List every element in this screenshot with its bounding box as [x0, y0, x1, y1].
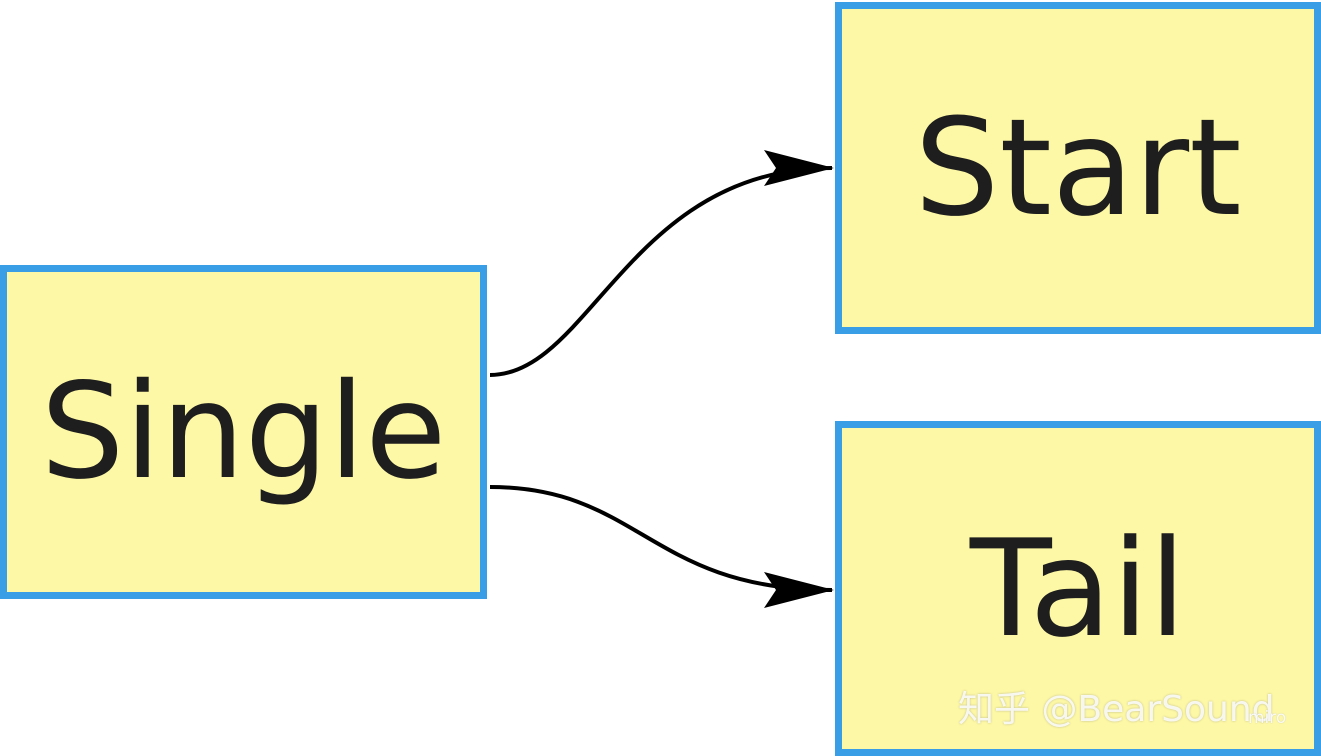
node-start-label: Start	[914, 90, 1242, 246]
watermark: 知乎 @BearSound	[958, 689, 1275, 730]
node-start[interactable]: Start	[835, 2, 1321, 334]
node-single[interactable]: Single	[0, 265, 487, 599]
node-tail[interactable]: Tail	[835, 421, 1321, 756]
edge-single-to-tail[interactable]	[489, 485, 834, 608]
node-tail-label: Tail	[969, 510, 1187, 667]
edge-single-to-start[interactable]	[489, 150, 834, 377]
node-single-label: Single	[40, 355, 447, 509]
watermark-sub: miro	[1248, 708, 1287, 728]
